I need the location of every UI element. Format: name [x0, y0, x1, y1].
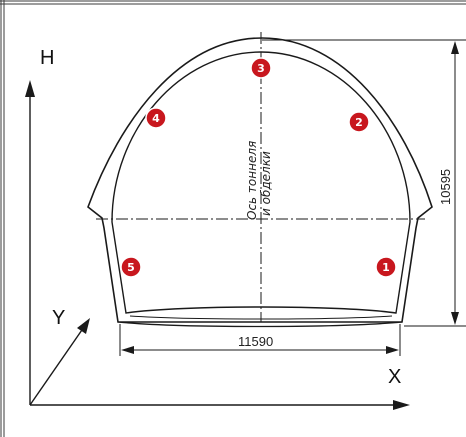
width-dimension	[119, 324, 401, 356]
coordinate-axes	[25, 80, 410, 410]
y-axis-arrow	[77, 318, 90, 334]
marker-5-label: 5	[127, 261, 135, 274]
axis-caption-line2: и обделки	[259, 151, 273, 216]
tunnel-axis-caption: Ось тоннеля и обделки	[245, 141, 273, 220]
marker-5: 5	[120, 256, 142, 278]
marker-1-label: 1	[382, 261, 390, 274]
height-dimension	[262, 39, 466, 327]
marker-3-label: 3	[257, 62, 265, 75]
marker-4: 4	[145, 107, 167, 129]
marker-2: 2	[348, 111, 370, 133]
marker-4-label: 4	[152, 112, 160, 125]
axis-caption-line1: Ось тоннеля	[245, 141, 259, 220]
y-axis-line	[29, 326, 85, 406]
tunnel-invert	[117, 321, 403, 328]
marker-1: 1	[375, 256, 397, 278]
height-dimension-label: 10595	[438, 169, 453, 205]
tunnel-outer-contour	[87, 37, 433, 323]
width-dimension-label: 11590	[238, 334, 273, 349]
h-axis-label: H	[40, 47, 54, 69]
y-axis-label: Y	[52, 307, 65, 329]
x-axis-label: X	[388, 366, 401, 388]
marker-2-label: 2	[355, 116, 363, 129]
h-axis-arrow	[25, 80, 35, 97]
tunnel-invert-inner	[129, 315, 393, 320]
marker-3: 3	[250, 57, 272, 79]
x-axis-arrow	[393, 400, 410, 410]
